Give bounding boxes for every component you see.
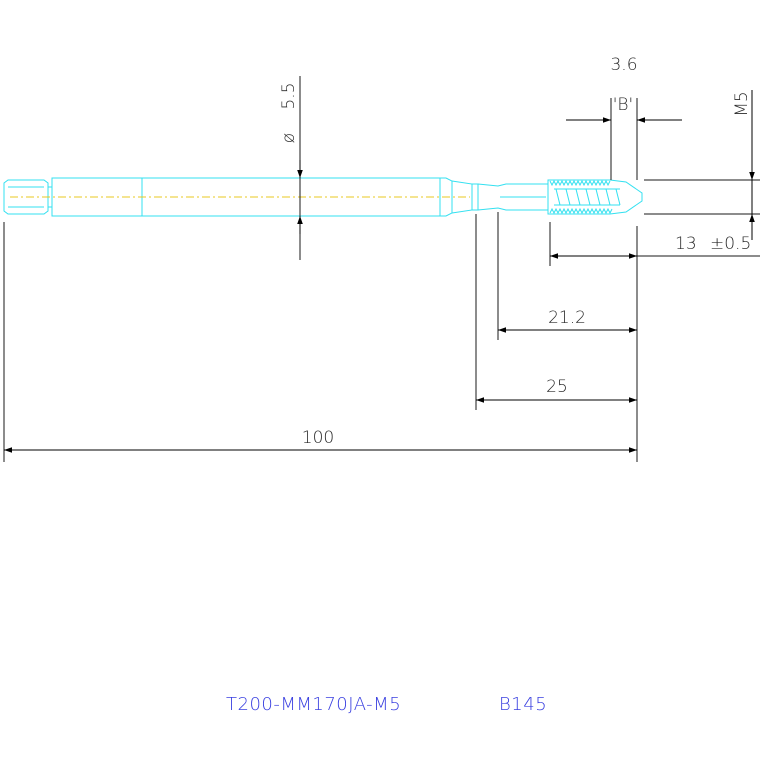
overall-length-label: 100 xyxy=(302,428,334,448)
dimension-arrows xyxy=(4,90,755,453)
part-number: T200-MM170JA-M5 xyxy=(226,694,402,715)
neck-length-label: 21.2 xyxy=(548,308,586,328)
diameter-value-label: 5.5 xyxy=(279,82,299,109)
flute-length-label: 25 xyxy=(546,377,568,397)
diameter-symbol: ø xyxy=(279,133,299,143)
thread-teeth xyxy=(549,179,621,215)
thread-tolerance-label: ±0.5 xyxy=(710,234,751,254)
thread-pitch-label: 3.6 xyxy=(610,55,637,75)
point-label: 'B' xyxy=(613,95,633,115)
series-code: B145 xyxy=(499,694,548,715)
dimension-lines xyxy=(3,76,760,462)
tap-tool-outline xyxy=(3,177,643,217)
thread-size-label: M5 xyxy=(732,91,752,116)
thread-length-label: 13 xyxy=(675,234,697,254)
